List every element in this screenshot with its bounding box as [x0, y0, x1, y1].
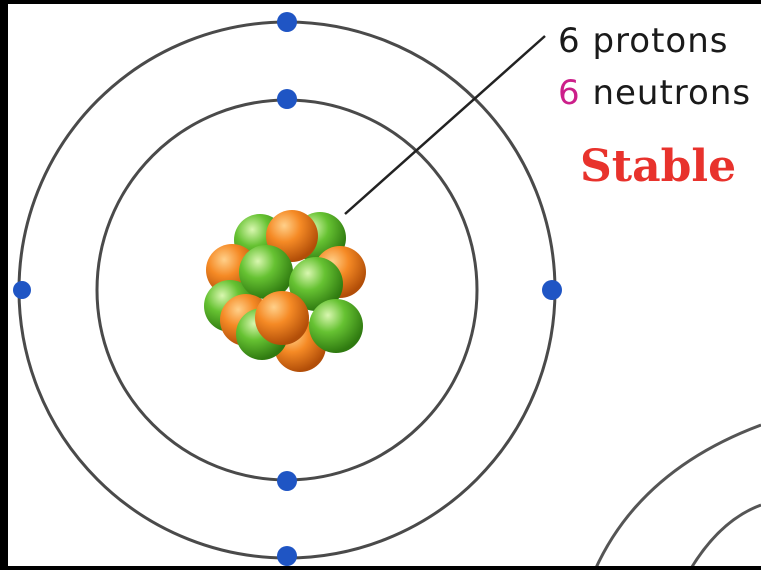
electron-top-inner [277, 89, 297, 109]
electron-bottom-outer [277, 546, 297, 566]
neighbor-orbit-outer [593, 423, 761, 571]
electron-right-outer [542, 280, 562, 300]
neutron-word: neutrons [592, 73, 752, 113]
nucleus [204, 210, 366, 372]
proton-word: protons [592, 21, 729, 61]
pointer-line [344, 35, 546, 215]
neighbor-orbit-inner [688, 503, 761, 571]
electron-bottom-inner [277, 471, 297, 491]
protons-label: 6 protons [558, 24, 728, 58]
frame-left-border [0, 0, 8, 570]
proton-count: 6 [558, 21, 581, 61]
proton-sphere [255, 291, 309, 345]
neutron-sphere [289, 257, 343, 311]
neutron-sphere [309, 299, 363, 353]
neutron-count: 6 [558, 73, 581, 113]
frame-top-border [0, 0, 761, 4]
neutrons-label: 6 neutrons [558, 76, 751, 110]
neutron-sphere [239, 245, 293, 299]
frame-bottom-border [0, 566, 761, 570]
electron-top-outer [277, 12, 297, 32]
stability-label: Stable [580, 141, 737, 192]
electron-left-outer [13, 281, 31, 299]
inner-orbit [95, 98, 479, 482]
